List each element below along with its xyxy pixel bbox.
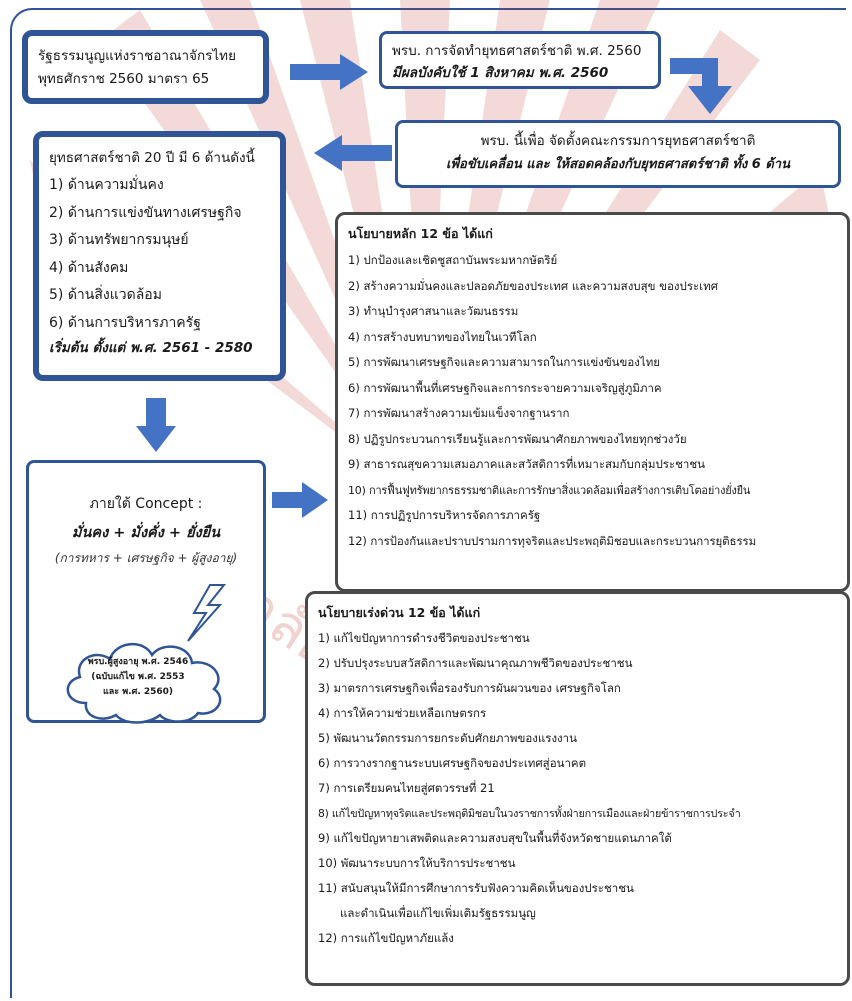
cloud-line1: พรบ.ผู้สูงอายุ พ.ศ. 2546	[87, 657, 189, 667]
urgent-policy-item: 11) สนับสนุนให้มีการศึกษาการรับฟังความคิ…	[318, 881, 634, 895]
act-line1: พรบ. การจัดทำยุทธศาสตร์ชาติ พ.ศ. 2560	[392, 43, 642, 59]
main-policy-item: 6) การพัฒนาพื้นที่เศรษฐกิจและการกระจายคว…	[348, 380, 662, 395]
main-policy-heading: นโยบายหลัก 12 ข้อ ได้แก่	[348, 226, 493, 241]
cloud-line3: และ พ.ศ. 2560)	[102, 687, 174, 697]
main-policy-item: 2) สร้างความมั่นคงและปลอดภัยของประเทศ แล…	[348, 278, 718, 293]
committee-box: พรบ. นี้เพื่อ จัดตั้งคณะกรรมการยุทธศาสตร…	[395, 120, 841, 188]
arrow-left-icon	[314, 135, 392, 171]
urgent-policy-heading: นโยบายเร่งด่วน 12 ข้อ ได้แก่	[318, 605, 481, 620]
cloud-shape	[66, 642, 222, 724]
main-policy-box: นโยบายหลัก 12 ข้อ ได้แก่ 1) ปกป้องและเชิ…	[335, 212, 850, 592]
strategy-item: 3) ด้านทรัพยากรมนุษย์	[49, 232, 189, 248]
main-policy-item: 5) การพัฒนาเศรษฐกิจและความสามารถในการแข่…	[348, 355, 661, 369]
main-policy-item: 11) การปฏิรูปการบริหารจัดการภาครัฐ	[348, 508, 541, 522]
concept-main: มั่นคง + มั่งคั่ง + ยั่งยืน	[71, 525, 221, 541]
urgent-policy-item: 12) การแก้ไขปัญหาภัยแล้ง	[318, 931, 454, 945]
strategy-box: ยุทธศาสตร์ชาติ 20 ปี มี 6 ด้านดังนี้ 1) …	[33, 131, 286, 381]
urgent-policy-item: 2) ปรับปรุงระบบสวัสดิการและพัฒนาคุณภาพชี…	[318, 656, 633, 670]
main-policy-item: 7) การพัฒนาสร้างความเข้มแข็งจากฐานราก	[348, 406, 570, 420]
strategy-item: 1) ด้านความมั่นคง	[49, 177, 164, 193]
lightning-icon	[187, 584, 227, 642]
act-line2: มีผลบังคับใช้ 1 สิงหาคม พ.ศ. 2560	[392, 65, 609, 81]
cloud-text: พรบ.ผู้สูงอายุ พ.ศ. 2546 (ฉบับแก้ไข พ.ศ.…	[78, 655, 198, 700]
urgent-policy-item: 9) แก้ไขปัญหายาเสพติดและความสงบสุขในพื้น…	[318, 831, 672, 845]
main-policy-item: 3) ทำนุบำรุงศาสนาและวัฒนธรรม	[348, 304, 519, 318]
concept-title: ภายใต้ Concept :	[89, 496, 203, 512]
constitution-box: รัฐธรรมนูญแห่งราชอาณาจักรไทย พุทธศักราช …	[22, 30, 269, 104]
main-policy-item: 10) การฟื้นฟูทรัพยากรธรรมชาติและการรักษา…	[348, 483, 751, 497]
urgent-policy-item: 3) มาตรการเศรษฐกิจเพื่อรองรับการผันผวนขอ…	[318, 681, 621, 695]
cloud-line2: (ฉบับแก้ไข พ.ศ. 2553	[91, 672, 185, 682]
urgent-policy-item: 10) พัฒนาระบบการให้บริการประชาชน	[318, 856, 516, 870]
urgent-policy-item: 6) การวางรากฐานระบบเศรษฐกิจของประเทศสู่อ…	[318, 756, 587, 770]
arrow-down-icon	[136, 398, 176, 452]
strategy-heading: ยุทธศาสตร์ชาติ 20 ปี มี 6 ด้านดังนี้	[49, 150, 255, 166]
concept-sub: (การทหาร + เศรษฐกิจ + ผู้สูงอายุ)	[54, 551, 238, 565]
constitution-line1: รัฐธรรมนูญแห่งราชอาณาจักรไทย	[38, 48, 236, 64]
urgent-policy-item-continuation: และดำเนินเพื่อแก้ไขเพิ่มเติมรัฐธรรมนูญ	[340, 906, 536, 920]
committee-line1: พรบ. นี้เพื่อ จัดตั้งคณะกรรมการยุทธศาสตร…	[480, 133, 756, 149]
main-policy-item: 12) การป้องกันและปราบปรามการทุจริตและประ…	[348, 533, 757, 548]
strategy-item: 6) ด้านการบริหารภาครัฐ	[49, 314, 201, 331]
committee-line2: เพื่อขับเคลื่อน และ ให้สอดคล้องกับยุทธศา…	[446, 157, 790, 172]
main-policy-item: 8) ปฏิรูปกระบวนการเรียนรู้และการพัฒนาศัก…	[348, 431, 687, 446]
main-policy-item: 9) สาธารณสุขความเสมอภาคและสวัสดิการที่เห…	[348, 457, 706, 471]
arrow-bend-down-icon	[670, 58, 732, 114]
urgent-policy-item: 4) การให้ความช่วยเหลือเกษตรกร	[318, 706, 487, 720]
strategy-item: 5) ด้านสิ่งแวดล้อม	[49, 287, 162, 303]
main-policy-item: 4) การสร้างบทบาทของไทยในเวทีโลก	[348, 329, 537, 344]
urgent-policy-item: 1) แก้ไขปัญหาการดำรงชีวิตของประชาชน	[318, 631, 530, 645]
constitution-line2: พุทธศักราช 2560 มาตรา 65	[38, 71, 210, 87]
strategy-period: เริ่มต้น ตั้งแต่ พ.ศ. 2561 - 2580	[49, 340, 253, 356]
urgent-policy-item: 8) แก้ไขปัญหาทุจริตและประพฤติมิชอบในวงรา…	[318, 807, 741, 820]
arrow-right-icon	[290, 54, 368, 90]
main-policy-item: 1) ปกป้องและเชิดชูสถาบันพระมหากษัตริย์	[348, 253, 558, 267]
urgent-policy-item: 5) พัฒนานวัตกรรมการยกระดับศักยภาพของแรงง…	[318, 731, 577, 745]
strategy-item: 4) ด้านสังคม	[49, 259, 129, 276]
act-box: พรบ. การจัดทำยุทธศาสตร์ชาติ พ.ศ. 2560 มี…	[379, 31, 661, 89]
urgent-policy-item: 7) การเตรียมคนไทยสู่ศตวรรษที่ 21	[318, 781, 495, 795]
strategy-item: 2) ด้านการแข่งขันทางเศรษฐกิจ	[49, 204, 242, 221]
urgent-policy-box: นโยบายเร่งด่วน 12 ข้อ ได้แก่ 1) แก้ไขปัญ…	[305, 591, 850, 986]
arrow-right-icon	[272, 482, 328, 518]
outer-frame	[10, 8, 846, 998]
